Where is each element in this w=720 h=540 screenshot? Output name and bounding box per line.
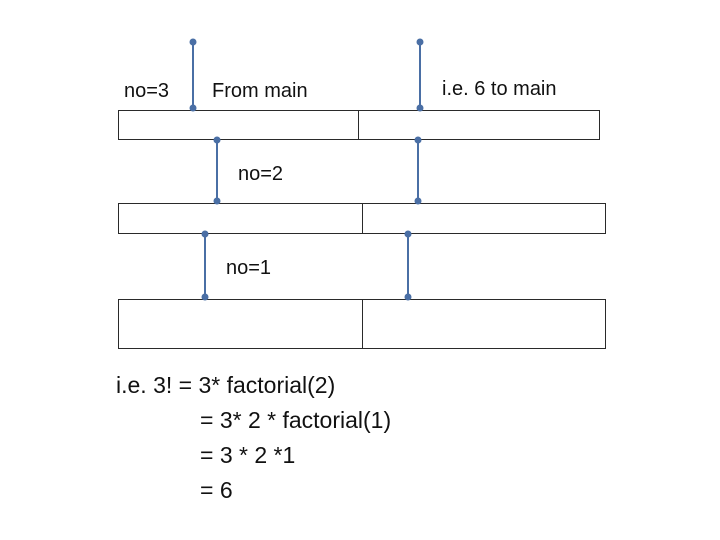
label-no-2: no=2 — [238, 163, 284, 185]
frame-3-right — [362, 299, 606, 349]
frame-1-right — [358, 110, 600, 140]
label-from-main: From main — [212, 80, 308, 102]
frame-2-right — [362, 203, 606, 234]
calc-line-1: i.e. 3! = 3* factorial(2) — [116, 372, 336, 398]
label-no-1: no=1 — [226, 257, 272, 279]
label-return-to-main: i.e. 6 to main — [442, 78, 557, 100]
calc-line-3: = 3 * 2 *1 — [200, 442, 296, 468]
frame-3-left — [118, 299, 363, 349]
calc-line-2: = 3* 2 * factorial(1) — [200, 407, 392, 433]
frame-2-left — [118, 203, 363, 234]
calc-line-4: = 6 — [200, 477, 233, 503]
label-no-3: no=3 — [124, 80, 170, 102]
frame-1-left — [118, 110, 359, 140]
